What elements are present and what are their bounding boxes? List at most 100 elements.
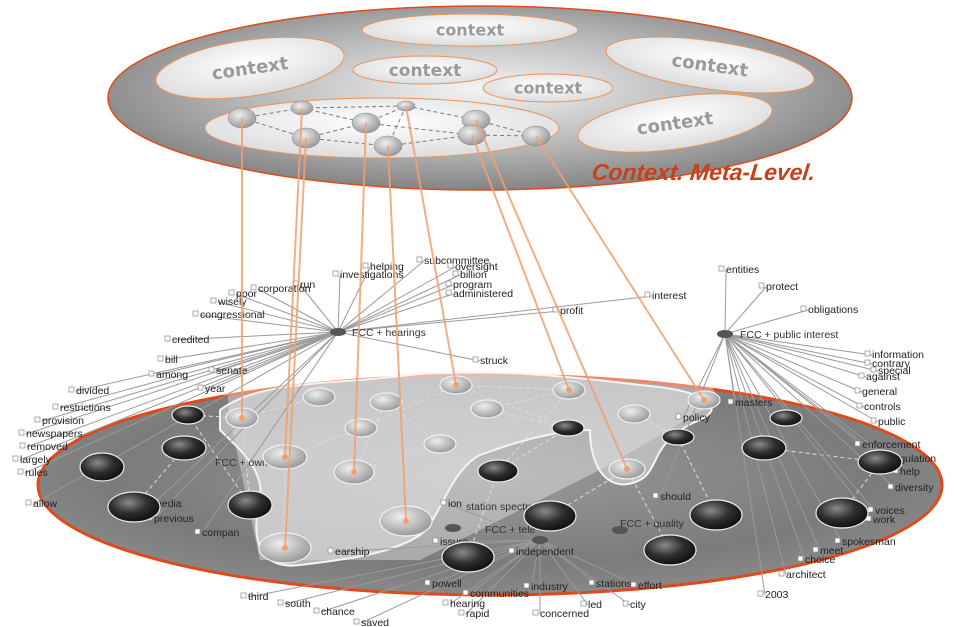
word-spoke	[164, 331, 339, 361]
cross-link	[471, 134, 570, 391]
hub-label: FCC + hearings	[352, 327, 426, 339]
light-node	[617, 404, 651, 424]
hub-label: FCC + owner	[215, 457, 278, 469]
dark-node	[477, 459, 519, 483]
word-label: provision	[42, 415, 84, 427]
link-dot	[282, 454, 288, 460]
word-marker	[858, 372, 865, 379]
word-marker	[192, 310, 199, 317]
word-spoke	[201, 331, 339, 534]
word-spoke	[337, 266, 456, 333]
word-label: ion	[448, 498, 462, 510]
word-spoke	[530, 539, 541, 588]
word-label: south	[285, 598, 311, 610]
hub-label: station	[466, 501, 497, 513]
word-label: protect	[766, 281, 798, 293]
context-bubble: context	[605, 36, 815, 94]
context-bubble: context	[482, 73, 614, 103]
word-marker	[472, 356, 479, 363]
cross-link	[353, 122, 367, 473]
word-spoke	[724, 333, 891, 460]
word-label: interest	[652, 290, 687, 302]
lower-edge	[353, 401, 387, 473]
word-label: earship	[335, 546, 370, 558]
word-spoke	[659, 333, 726, 498]
word-label: concerned	[540, 608, 589, 620]
word-marker	[210, 297, 217, 304]
link-dot	[624, 466, 630, 472]
word-marker	[164, 335, 171, 342]
link-dot	[403, 518, 409, 524]
cross-level-links	[241, 105, 705, 549]
light-node	[369, 392, 403, 412]
word-marker	[157, 355, 164, 362]
word-spoke	[337, 295, 653, 333]
word-spoke	[724, 333, 865, 408]
word-marker	[887, 483, 894, 490]
word-spoke	[26, 331, 339, 448]
word-marker	[68, 386, 75, 393]
cross-link	[387, 145, 407, 522]
word-spoke	[334, 539, 541, 553]
word-marker	[442, 599, 449, 606]
word-label: previous	[154, 513, 194, 525]
word-marker	[424, 579, 431, 586]
word-label: largely	[20, 454, 52, 466]
word-marker	[440, 499, 447, 506]
word-marker	[622, 600, 629, 607]
word-label: special	[878, 365, 911, 377]
word-marker	[197, 384, 204, 391]
word-spoke	[320, 539, 541, 613]
word-label: stations	[596, 578, 632, 590]
word-spoke	[539, 539, 589, 606]
word-marker	[25, 499, 32, 506]
word-spoke	[724, 333, 736, 404]
word-marker	[52, 403, 59, 410]
word-label: hearing	[450, 598, 485, 610]
word-label: run	[300, 279, 315, 291]
word-label: effort	[638, 580, 662, 592]
word-marker	[797, 555, 804, 562]
dark-node	[643, 534, 697, 566]
word-label: subcommittee	[424, 255, 490, 267]
hub-label: FCC + tele	[485, 524, 536, 536]
word-label: entities	[726, 264, 759, 276]
word-label: allow	[33, 498, 57, 510]
context-bubble: context	[577, 93, 773, 153]
word-spoke	[337, 310, 561, 333]
word-marker	[17, 468, 24, 475]
word-marker	[652, 492, 659, 499]
word-marker	[240, 592, 247, 599]
dark-node	[171, 405, 205, 425]
word-marker	[508, 547, 515, 554]
word-label: city	[630, 599, 647, 611]
dark-node	[857, 449, 903, 475]
meta-edge	[365, 122, 473, 136]
dark-node	[661, 428, 695, 446]
dark-node	[769, 409, 803, 427]
word-marker	[727, 398, 734, 405]
dark-node	[741, 435, 787, 461]
word-marker	[458, 609, 465, 616]
word-marker	[856, 402, 863, 409]
word-label: communities	[470, 588, 529, 600]
context-label: context	[514, 79, 583, 98]
word-marker	[834, 537, 841, 544]
word-marker	[588, 579, 595, 586]
word-marker	[19, 442, 26, 449]
hub-node	[612, 526, 628, 534]
word-label: congressional	[200, 309, 265, 321]
cross-link	[405, 105, 457, 386]
word-label: contrary	[872, 358, 911, 370]
word-marker	[228, 289, 235, 296]
word-spoke	[337, 274, 341, 333]
word-spoke	[447, 503, 541, 541]
hub-node	[717, 330, 733, 338]
hub-label: FCC + quality	[620, 518, 685, 530]
word-spoke	[724, 333, 873, 356]
word-spoke	[75, 331, 339, 392]
word-label: led	[588, 599, 602, 611]
word-spoke	[724, 333, 874, 521]
word-label: compan	[202, 527, 240, 539]
